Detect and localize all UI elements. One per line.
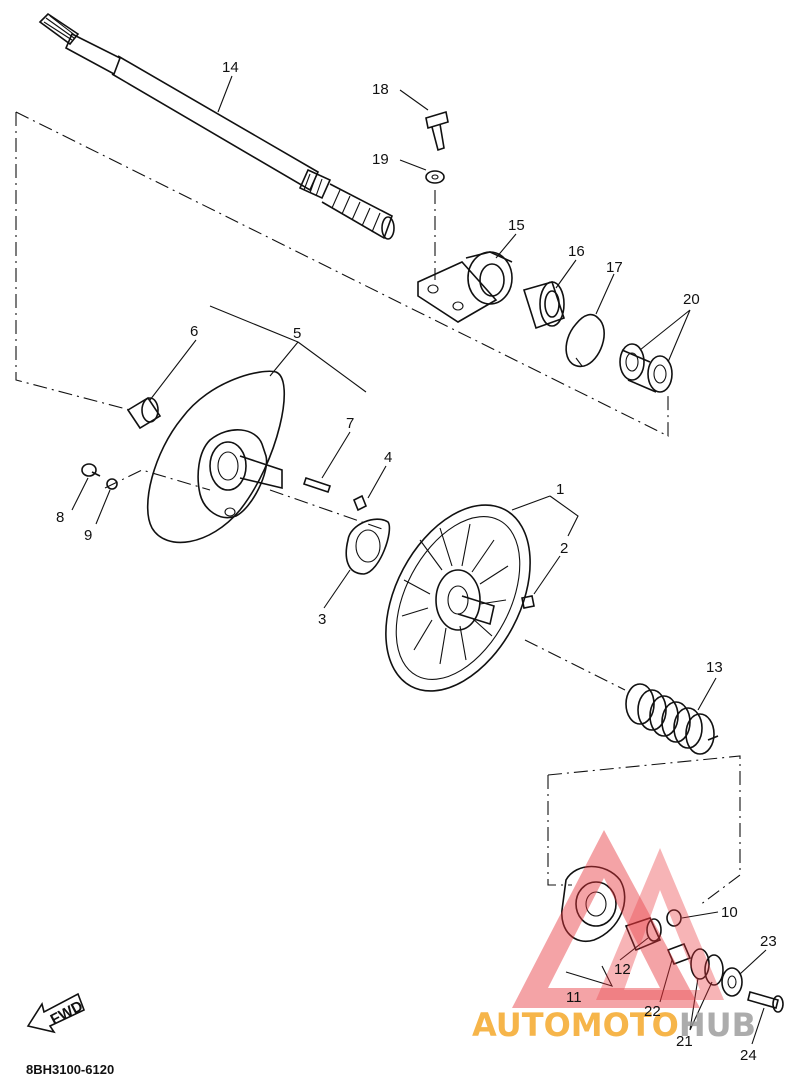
- bolt-24: [747, 991, 784, 1013]
- callout-24: 24: [740, 1047, 757, 1064]
- watermark-triangle-icon: [512, 830, 700, 1008]
- callout-2: 2: [560, 540, 568, 557]
- washer-19: [425, 170, 445, 184]
- washer-23: [721, 967, 743, 997]
- callout-20: 20: [683, 291, 700, 308]
- cam-11: [561, 865, 626, 943]
- callout-23: 23: [760, 933, 777, 950]
- callout-11: 11: [566, 989, 582, 1006]
- callout-18: 18: [372, 81, 389, 98]
- callout-17: 17: [606, 259, 623, 276]
- movable-sheave-1: [385, 504, 531, 692]
- callout-12: 12: [614, 961, 631, 978]
- screw-2: [521, 595, 535, 609]
- slider-12: [624, 917, 662, 952]
- fwd-label: FWD: [48, 997, 86, 1028]
- callout-9: 9: [84, 527, 92, 544]
- callout-labels: 1 2 3 4 5 6 7 8 9 10 11 12 13 14 15 16 1…: [56, 59, 777, 1064]
- automotohub-watermark: AUTOMOTOHUB: [472, 830, 756, 1044]
- screw-4: [352, 494, 368, 512]
- circlip-17: [565, 313, 605, 368]
- callout-13: 13: [706, 659, 723, 676]
- bolt-18: [425, 110, 449, 152]
- pin-7: [302, 476, 332, 494]
- callout-3: 3: [318, 611, 326, 628]
- bearing-holder-15: [417, 251, 513, 323]
- callout-16: 16: [568, 243, 585, 260]
- collars-20: [619, 343, 673, 393]
- callout-5: 5: [293, 325, 301, 342]
- spring-13: [625, 683, 719, 755]
- bearing-16: [522, 281, 566, 330]
- callout-6: 6: [190, 323, 198, 340]
- callout-22: 22: [644, 1003, 661, 1020]
- callout-14: 14: [222, 59, 239, 76]
- callout-4: 4: [384, 449, 392, 466]
- assembly-guide-lines: [15, 111, 741, 906]
- washers-21: [690, 948, 724, 986]
- leader-lines: [71, 75, 767, 1045]
- fixed-sheave-5: [146, 370, 285, 544]
- callout-1: 1: [556, 481, 564, 498]
- fwd-arrow-icon: FWD: [26, 992, 86, 1034]
- callout-10: 10: [721, 904, 738, 921]
- collar-22: [666, 942, 692, 966]
- callout-7: 7: [346, 415, 354, 432]
- collar-10: [666, 909, 682, 927]
- washer-9: [106, 478, 118, 490]
- screw-8: [81, 463, 101, 477]
- callout-19: 19: [372, 151, 389, 168]
- plate-3: [345, 518, 391, 575]
- drive-shaft: [38, 12, 395, 240]
- watermark-text: AUTOMOTOHUB: [472, 1006, 756, 1044]
- watermark-inner-icon: [596, 848, 724, 1000]
- watermark-text-automoto: AUTOMOTO: [472, 1006, 679, 1044]
- bushing-6: [126, 396, 162, 430]
- diagram-code: 8BH3100-6120: [26, 1062, 114, 1077]
- callout-21: 21: [676, 1033, 693, 1050]
- watermark-text-hub: HUB: [679, 1006, 756, 1044]
- callout-15: 15: [508, 217, 525, 234]
- callout-8: 8: [56, 509, 64, 526]
